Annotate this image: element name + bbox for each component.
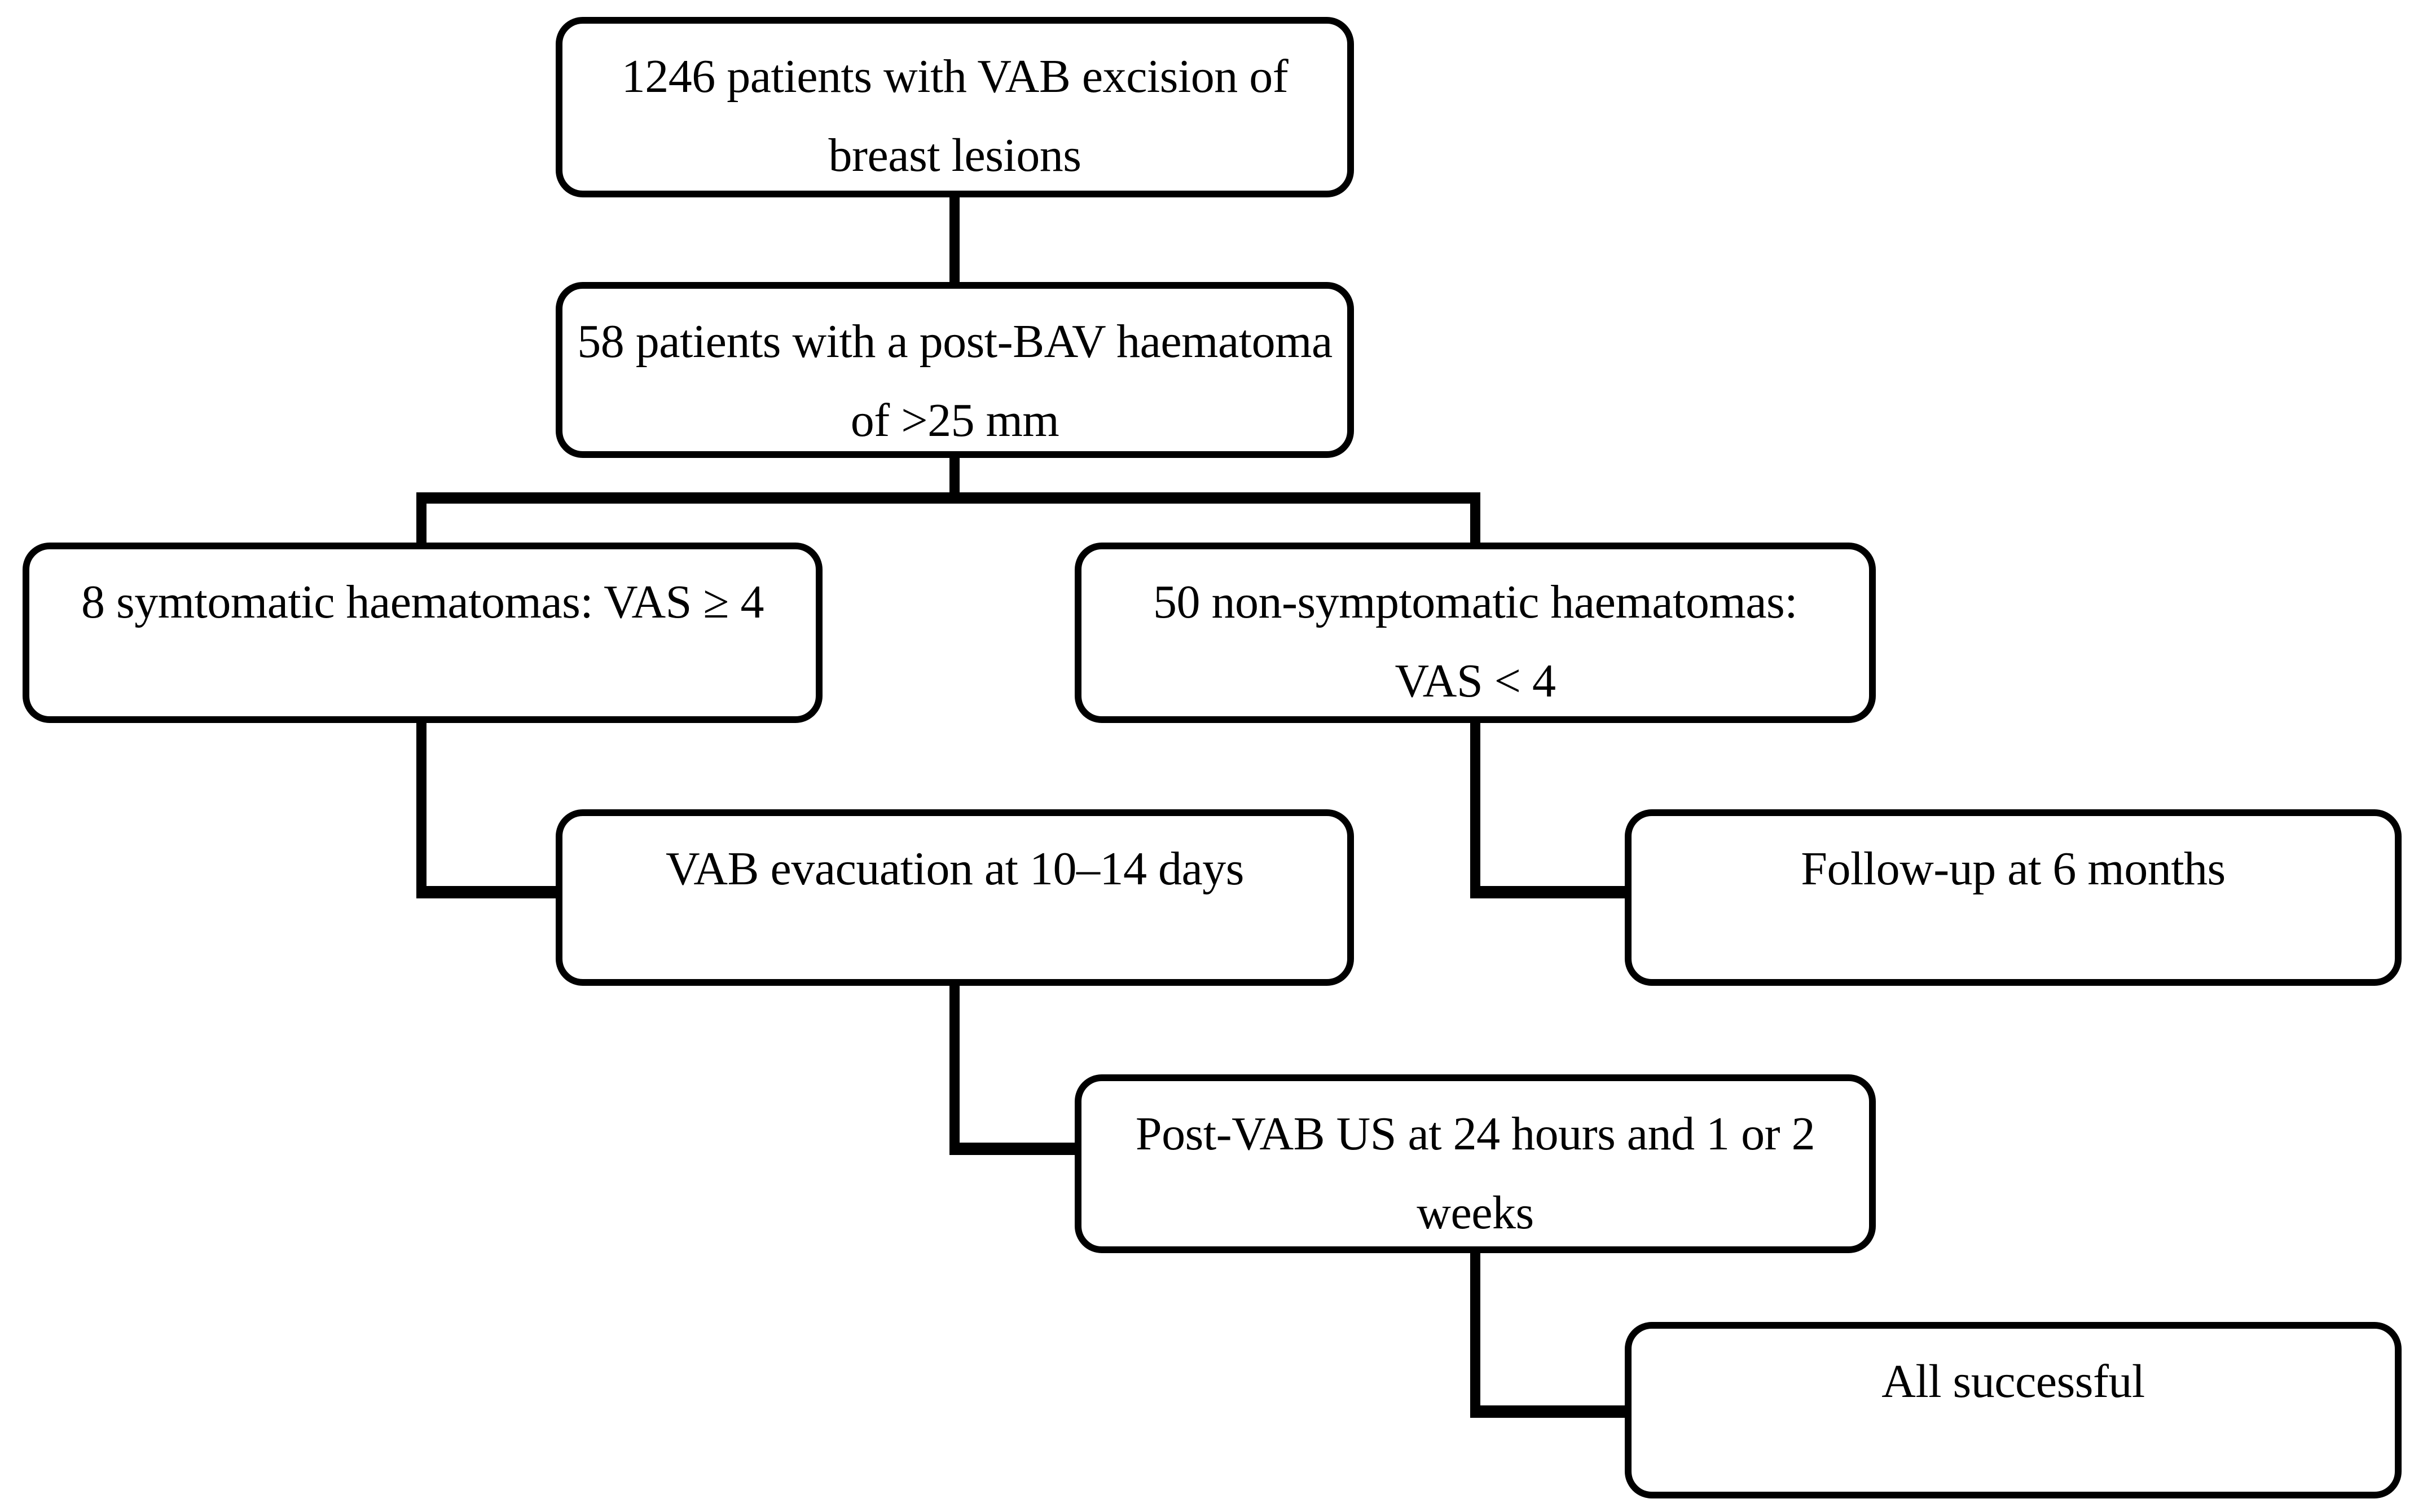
node-text-line: All successful	[1881, 1355, 2145, 1408]
node-text-line: 58 patients with a post-BAV haematoma	[577, 315, 1333, 368]
flow-node-symptomatic-branch: 8 symtomatic haematomas: VAS ≥ 4	[23, 543, 823, 723]
connector-total-to-haematoma	[949, 195, 960, 285]
connector-haematoma-to-branch-bar	[949, 455, 960, 498]
connector-symptomatic-down	[416, 721, 426, 898]
connector-bar-to-non-symptomatic	[1470, 502, 1480, 546]
node-text-line: 1246 patients with VAB excision of	[621, 50, 1289, 103]
node-text-line: breast lesions	[828, 129, 1081, 182]
flow-node-haematoma-group: 58 patients with a post-BAV haematoma of…	[556, 282, 1354, 458]
flow-node-follow-up: Follow-up at 6 months	[1625, 809, 2402, 986]
node-text-line: of >25 mm	[850, 394, 1059, 447]
node-text-line: VAB evacuation at 10–14 days	[666, 843, 1244, 895]
connector-bar-to-symptomatic	[416, 502, 426, 546]
node-text-line: 8 symtomatic haematomas: VAS ≥ 4	[81, 576, 764, 628]
branch-bar	[416, 492, 1480, 504]
flow-node-vab-evacuation: VAB evacuation at 10–14 days	[556, 809, 1354, 986]
flow-node-post-vab-us: Post-VAB US at 24 hours and 1 or 2 weeks	[1075, 1074, 1876, 1253]
flow-node-patients-total: 1246 patients with VAB excision of breas…	[556, 17, 1354, 197]
connector-evacuation-down	[949, 984, 960, 1155]
node-text-line: Follow-up at 6 months	[1801, 843, 2226, 895]
connector-into-follow-up	[1470, 886, 1632, 898]
connector-into-post-vab-us	[949, 1143, 1081, 1155]
node-text-line: weeks	[1417, 1187, 1534, 1239]
node-text-line: Post-VAB US at 24 hours and 1 or 2	[1135, 1108, 1815, 1160]
node-text-line: VAS < 4	[1395, 655, 1556, 707]
flow-node-non-symptomatic-branch: 50 non-symptomatic haematomas: VAS < 4	[1075, 543, 1876, 723]
connector-non-symptomatic-down	[1470, 721, 1480, 898]
connector-post-vab-us-down	[1470, 1251, 1480, 1418]
connector-into-vab-evacuation	[416, 886, 563, 898]
flow-node-all-successful: All successful	[1625, 1322, 2402, 1498]
connector-into-all-successful	[1470, 1405, 1632, 1418]
node-text-line: 50 non-symptomatic haematomas:	[1153, 576, 1798, 628]
